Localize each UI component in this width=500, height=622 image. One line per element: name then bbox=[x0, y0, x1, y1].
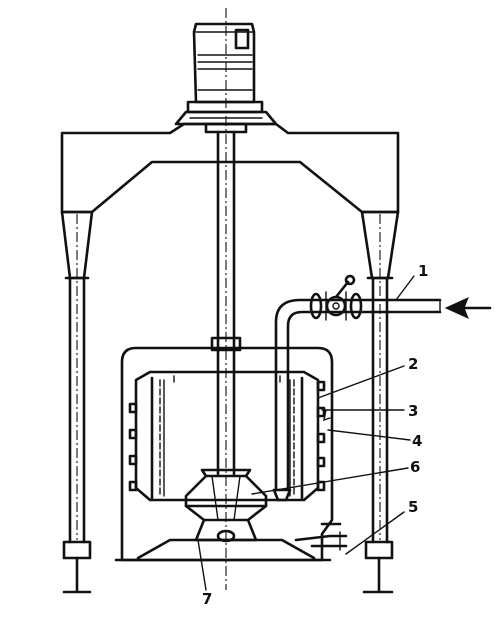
label-7: 7 bbox=[202, 590, 212, 608]
label-2: 2 bbox=[408, 355, 418, 373]
support-frame bbox=[60, 122, 400, 594]
label-3: 3 bbox=[408, 402, 418, 420]
leader-lines bbox=[197, 275, 415, 591]
inlet-arrow bbox=[444, 297, 492, 319]
feed-pipe bbox=[272, 274, 442, 502]
discharge-bottom bbox=[136, 531, 348, 560]
label-6: 6 bbox=[410, 458, 420, 476]
drive-shaft bbox=[210, 8, 242, 590]
outer-housing bbox=[114, 346, 342, 562]
rotor-basket bbox=[128, 370, 326, 502]
label-1: 1 bbox=[418, 262, 428, 280]
label-5: 5 bbox=[408, 498, 418, 516]
label-4: 4 bbox=[412, 432, 422, 450]
